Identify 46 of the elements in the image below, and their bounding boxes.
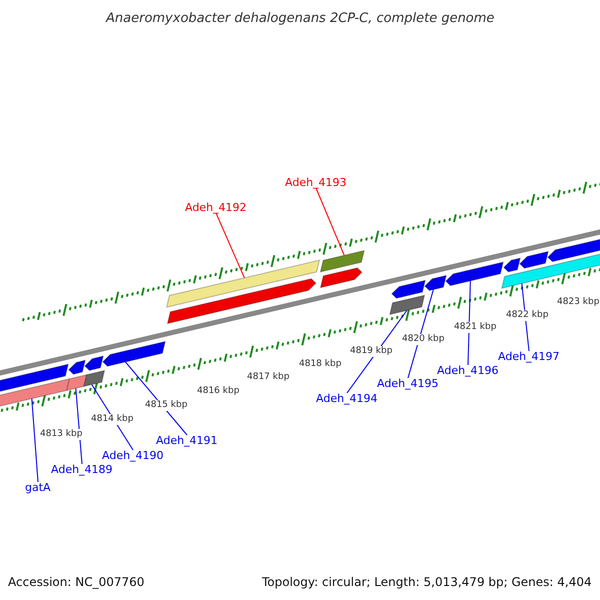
gene-feature [503, 257, 521, 272]
gene-label: Adeh_4191 [156, 434, 218, 446]
gene-label: Adeh_4193 [285, 176, 347, 188]
scale-label: 4819 kbp [349, 346, 394, 356]
scale-label: 4821 kbp [453, 322, 498, 332]
leader-line [316, 188, 345, 256]
scale-label: 4817 kbp [246, 372, 290, 382]
leader-line [75, 388, 82, 464]
gene-feature [445, 261, 504, 286]
footer-text: Accession: NC_007760 [8, 576, 144, 588]
leader-line [31, 398, 38, 482]
gene-label: Adeh_4197 [498, 350, 560, 362]
gene-label: Adeh_4195 [377, 378, 439, 388]
scale-label: 4815 kbp [144, 400, 188, 410]
gene-feature [166, 278, 317, 324]
gene-label: Adeh_4196 [437, 364, 499, 376]
scale-label: 4823 kbp [556, 296, 600, 308]
scale-label: 4813 kbp [39, 428, 84, 440]
gene-label: gatA [25, 482, 51, 492]
gene-label: Adeh_4192 [185, 202, 247, 212]
gene-label: Adeh_4194 [316, 392, 378, 404]
gene-feature [84, 355, 104, 371]
leader-line [408, 289, 434, 378]
gene-bar [320, 250, 365, 273]
scale-label: 4822 kbp [505, 310, 550, 320]
scale-label: 4814 kbp [90, 414, 134, 424]
scale-label: 4816 kbp [196, 386, 240, 396]
gene-label: Adeh_4190 [102, 450, 164, 460]
leader-line [346, 310, 408, 394]
gene-feature [391, 280, 426, 299]
gene-feature [102, 340, 166, 367]
scale-label: 4818 kbp [298, 358, 342, 370]
gene-feature [68, 360, 86, 375]
gene-bar [66, 374, 88, 392]
footer-text: Topology: circular; Length: 5,013,479 bp; Genes: 4,404 [262, 576, 592, 588]
leader-line [216, 212, 245, 278]
gene-feature [320, 267, 363, 288]
gene-label: Adeh_4189 [51, 464, 113, 474]
gene-bar [166, 260, 320, 308]
title: Anaeromyxobacter dehalogenans 2CP-C, complete genome [106, 12, 494, 24]
gene-bar [83, 370, 106, 388]
gene-feature [519, 250, 549, 269]
gene-feature [424, 274, 447, 292]
gene-bar [389, 294, 426, 316]
scale-label: 4820 kbp [401, 334, 446, 344]
leader-line [468, 280, 471, 366]
